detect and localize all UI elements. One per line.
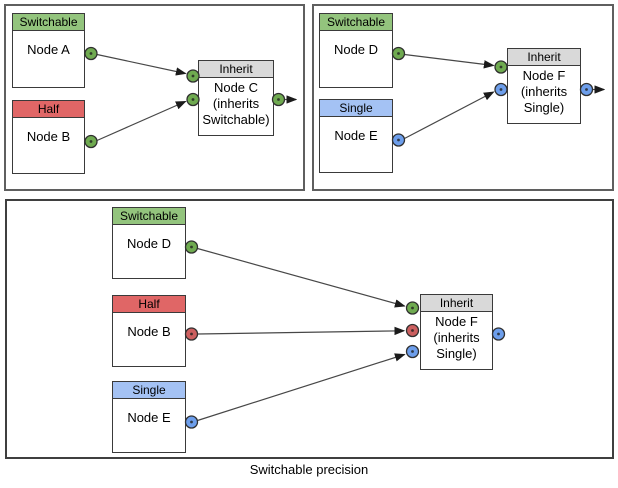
- node-e-bottom: Single Node E: [112, 381, 186, 453]
- node-b: Half Node B: [12, 100, 85, 174]
- node-c-label-line2: (inherits: [212, 96, 260, 111]
- node-d-top-header: Switchable: [320, 14, 392, 31]
- node-f-top-label-line1: Node F: [522, 68, 566, 83]
- node-b-label: Node B: [26, 129, 71, 144]
- node-e-top-header: Single: [320, 100, 392, 117]
- node-f-bottom: Inherit Node F (inherits Single): [420, 294, 493, 370]
- node-f-top: Inherit Node F (inherits Single): [507, 48, 581, 124]
- node-f-top-label-line3: Single): [523, 100, 565, 115]
- node-d-top: Switchable Node D: [319, 13, 393, 88]
- node-f-top-label: Node F (inherits Single): [508, 66, 580, 116]
- node-f-bottom-label-line3: Single): [436, 346, 477, 361]
- figure-caption: Switchable precision: [249, 462, 369, 477]
- node-b-bottom-label: Node B: [127, 324, 171, 339]
- node-d-bottom-label: Node D: [126, 236, 172, 251]
- node-c-header: Inherit: [199, 61, 273, 78]
- node-f-top-label-line2: (inherits: [520, 84, 568, 99]
- node-f-top-header: Inherit: [508, 49, 580, 66]
- node-f-bottom-header: Inherit: [421, 295, 492, 312]
- node-a-label: Node A: [27, 42, 70, 57]
- node-a: Switchable Node A: [12, 13, 85, 88]
- node-c: Inherit Node C (inherits Switchable): [198, 60, 274, 136]
- node-d-bottom-header: Switchable: [113, 208, 185, 225]
- node-d-bottom: Switchable Node D: [112, 207, 186, 279]
- node-e-bottom-label: Node E: [127, 410, 171, 425]
- node-b-bottom: Half Node B: [112, 295, 186, 367]
- panel-bottom: [5, 199, 614, 459]
- node-d-top-label: Node D: [333, 42, 379, 57]
- node-c-label: Node C (inherits Switchable): [199, 78, 273, 128]
- node-b-bottom-header: Half: [113, 296, 185, 313]
- node-c-label-line3: Switchable): [202, 112, 270, 127]
- node-e-bottom-header: Single: [113, 382, 185, 399]
- node-a-header: Switchable: [13, 14, 84, 31]
- node-e-top-label: Node E: [334, 128, 378, 143]
- node-f-bottom-label-line2: (inherits: [433, 330, 480, 345]
- node-e-top: Single Node E: [319, 99, 393, 173]
- node-f-bottom-label: Node F (inherits Single): [421, 312, 492, 362]
- node-c-label-line1: Node C: [213, 80, 259, 95]
- node-f-bottom-label-line1: Node F: [435, 314, 478, 329]
- node-b-header: Half: [13, 101, 84, 118]
